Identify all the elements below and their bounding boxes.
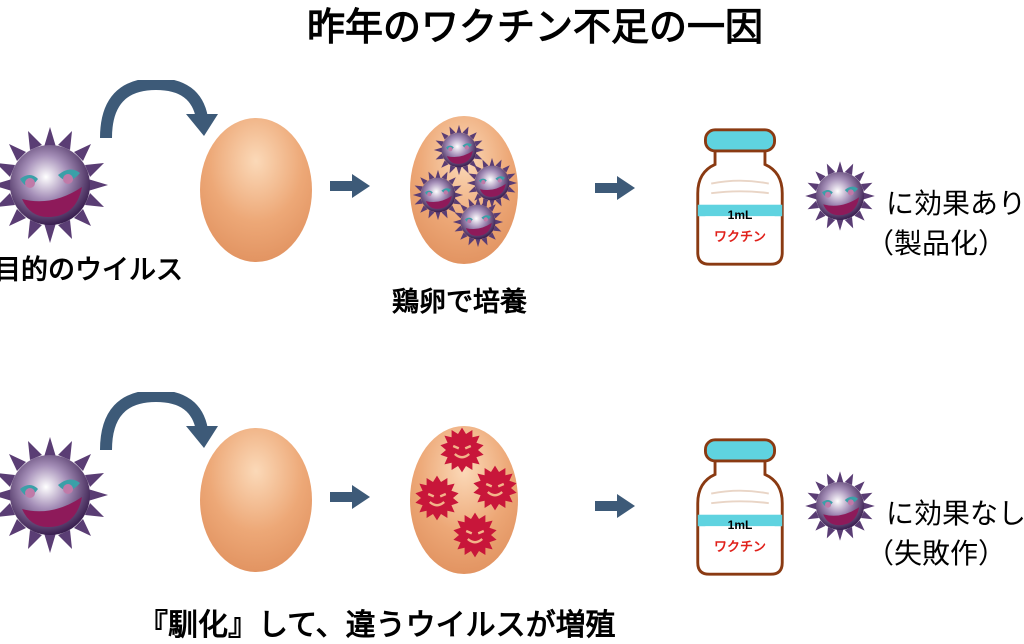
curved-arrow-icon <box>106 396 218 450</box>
right-arrow-icon <box>595 494 635 518</box>
result-effective: に効果あり <box>886 187 1024 220</box>
vial-name: ワクチン <box>714 230 766 245</box>
result-ineffective: に効果なし <box>886 497 1024 530</box>
virus-icon <box>466 157 518 209</box>
right-arrow-icon <box>330 485 370 509</box>
egg-icon <box>200 428 312 572</box>
vial-name: ワクチン <box>714 540 766 555</box>
curved-arrow-icon <box>106 84 218 138</box>
vial-volume: 1mL <box>728 518 753 532</box>
target-virus-label: 目的のウイルス <box>0 255 183 286</box>
egg-icon <box>200 118 312 262</box>
right-arrow-icon <box>330 174 370 198</box>
vial-volume: 1mL <box>728 208 753 222</box>
virus-icon <box>452 196 504 248</box>
virus-icon <box>0 437 108 553</box>
result-product: （製品化） <box>866 227 1007 260</box>
culture-label: 鶏卵で培養 <box>392 287 527 318</box>
virus-icon <box>805 161 875 231</box>
virus-icon <box>0 127 108 243</box>
virus-icon <box>805 471 875 541</box>
page-title: 昨年のワクチン不足の一因 <box>306 5 763 49</box>
right-arrow-icon <box>595 176 635 200</box>
adaptation-caption: 『馴化』して、違うウイルスが増殖 <box>138 608 616 643</box>
result-failure: （失敗作） <box>866 537 1007 570</box>
